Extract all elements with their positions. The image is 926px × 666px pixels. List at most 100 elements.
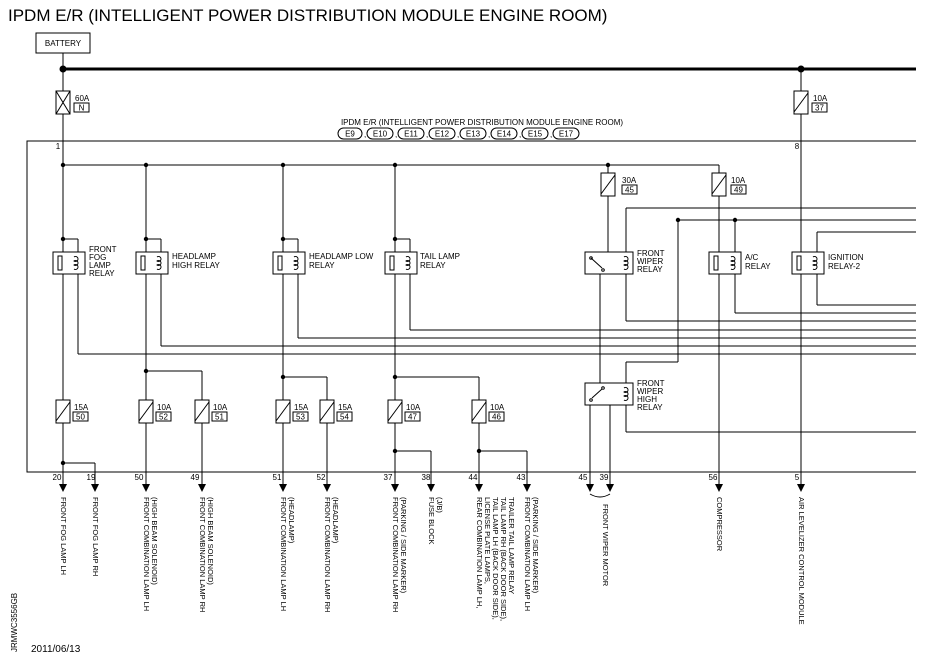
svg-text:FUSE BLOCK: FUSE BLOCK bbox=[427, 497, 436, 545]
svg-text:FRONT COMBINATION LAMP LH: FRONT COMBINATION LAMP LH bbox=[523, 497, 532, 611]
svg-text:,: , bbox=[457, 130, 459, 139]
connector-list: E9 , E10 , E11 , E12 , E13 , E14 , E15 ,… bbox=[337, 127, 580, 140]
battery-label: BATTERY bbox=[45, 39, 82, 48]
relay-headlamp-low bbox=[272, 251, 306, 275]
svg-text:A/C: A/C bbox=[745, 253, 759, 262]
fuse-code: 37 bbox=[815, 104, 824, 113]
pin-number: 1 bbox=[56, 142, 61, 151]
svg-text:E9: E9 bbox=[345, 130, 355, 139]
svg-text:10A: 10A bbox=[731, 176, 746, 185]
svg-text:E10: E10 bbox=[373, 130, 388, 139]
svg-text:54: 54 bbox=[340, 413, 349, 422]
svg-text:15A: 15A bbox=[338, 403, 353, 412]
svg-text:HIGH: HIGH bbox=[637, 395, 657, 404]
svg-text:44: 44 bbox=[469, 473, 478, 482]
relay-tail-lamp bbox=[384, 251, 418, 275]
bottom-pin-row: 20 19 50 49 51 52 37 38 44 43 45 39 56 5 bbox=[53, 473, 800, 482]
svg-text:IGNITION: IGNITION bbox=[828, 253, 864, 262]
relay-ac bbox=[708, 251, 742, 275]
svg-text:FRONT COMBINATION LAMP LH: FRONT COMBINATION LAMP LH bbox=[279, 497, 288, 611]
svg-text:(J/B): (J/B) bbox=[435, 497, 444, 513]
svg-text:,: , bbox=[364, 130, 366, 139]
svg-text:,: , bbox=[550, 130, 552, 139]
svg-text:TAIL LAMP RH (BACK DOOR SIDE),: TAIL LAMP RH (BACK DOOR SIDE), bbox=[499, 497, 508, 621]
svg-text:15A: 15A bbox=[294, 403, 309, 412]
svg-text:10A: 10A bbox=[406, 403, 421, 412]
svg-text:FRONT COMBINATION LAMP RH: FRONT COMBINATION LAMP RH bbox=[198, 497, 207, 612]
svg-text:51: 51 bbox=[215, 413, 224, 422]
svg-text:(HEADLAMP): (HEADLAMP) bbox=[331, 497, 340, 544]
svg-text:RELAY: RELAY bbox=[637, 403, 663, 412]
svg-text:,: , bbox=[395, 130, 397, 139]
svg-text:39: 39 bbox=[600, 473, 609, 482]
output-label: FRONT COMBINATION LAMP LH(HIGH BEAM SOLE… bbox=[142, 497, 159, 611]
output-label: FRONT FOG LAMP LH bbox=[59, 497, 68, 575]
svg-text:TRAILER TAIL LAMP RELAY: TRAILER TAIL LAMP RELAY bbox=[507, 497, 516, 594]
page-title: IPDM E/R (INTELLIGENT POWER DISTRIBUTION… bbox=[8, 6, 608, 25]
svg-text:,: , bbox=[488, 130, 490, 139]
svg-text:10A: 10A bbox=[157, 403, 172, 412]
svg-text:43: 43 bbox=[517, 473, 526, 482]
fuse-label: 10A bbox=[813, 94, 828, 103]
svg-text:E17: E17 bbox=[559, 130, 574, 139]
output-label: AIR LEVELIZER CONTROL MODULE bbox=[797, 497, 806, 625]
relay-front-fog bbox=[52, 251, 86, 275]
svg-text:56: 56 bbox=[709, 473, 718, 482]
svg-text:(HIGH BEAM SOLENOID): (HIGH BEAM SOLENOID) bbox=[206, 497, 215, 585]
svg-text:LICENSE PLATE LAMPS,: LICENSE PLATE LAMPS, bbox=[483, 497, 492, 584]
svg-text:E13: E13 bbox=[466, 130, 481, 139]
svg-text:HEADLAMP: HEADLAMP bbox=[172, 252, 216, 261]
svg-text:E11: E11 bbox=[404, 130, 418, 139]
svg-text:47: 47 bbox=[408, 413, 417, 422]
svg-text:FRONT COMBINATION LAMP RH: FRONT COMBINATION LAMP RH bbox=[391, 497, 400, 612]
svg-text:REAR COMBINATION LAMP LH,: REAR COMBINATION LAMP LH, bbox=[475, 497, 484, 608]
svg-text:FRONT: FRONT bbox=[637, 379, 665, 388]
figure-code: JRMWC3556GB bbox=[10, 592, 19, 652]
relay-ignition-2 bbox=[791, 251, 825, 275]
svg-text:52: 52 bbox=[317, 473, 326, 482]
output-label: FRONT COMBINATION LAMP RH(PARKING / SIDE… bbox=[391, 497, 408, 612]
output-label: COMPRESSOR bbox=[715, 497, 724, 552]
svg-text:E12: E12 bbox=[435, 130, 450, 139]
svg-text:45: 45 bbox=[579, 473, 588, 482]
module-label: IPDM E/R (INTELLIGENT POWER DISTRIBUTION… bbox=[341, 118, 623, 127]
svg-text:WIPER: WIPER bbox=[637, 387, 663, 396]
svg-text:E15: E15 bbox=[528, 130, 543, 139]
output-label: FUSE BLOCK(J/B) bbox=[427, 497, 444, 545]
pin-number: 8 bbox=[795, 142, 800, 151]
svg-text:10A: 10A bbox=[490, 403, 505, 412]
svg-text:RELAY: RELAY bbox=[309, 261, 335, 270]
connector: E9 bbox=[337, 127, 363, 140]
svg-text:53: 53 bbox=[296, 413, 305, 422]
svg-text:FOG: FOG bbox=[89, 253, 106, 262]
connector: E15 bbox=[521, 127, 549, 140]
svg-text:TAIL LAMP LH (BACK DOOR SIDE),: TAIL LAMP LH (BACK DOOR SIDE), bbox=[491, 497, 500, 620]
svg-text:50: 50 bbox=[76, 413, 85, 422]
svg-text:AIR LEVELIZER CONTROL MODULE: AIR LEVELIZER CONTROL MODULE bbox=[797, 497, 806, 625]
output-label: FRONT COMBINATION LAMP RH(HIGH BEAM SOLE… bbox=[198, 497, 215, 612]
svg-text:20: 20 bbox=[53, 473, 62, 482]
svg-text:15A: 15A bbox=[74, 403, 89, 412]
svg-text:HEADLAMP LOW: HEADLAMP LOW bbox=[309, 252, 374, 261]
svg-text:52: 52 bbox=[159, 413, 168, 422]
svg-text:(HEADLAMP): (HEADLAMP) bbox=[287, 497, 296, 544]
svg-text:FRONT WIPER MOTOR: FRONT WIPER MOTOR bbox=[601, 504, 610, 587]
connector: E10 bbox=[366, 127, 394, 140]
diagram-date: 2011/06/13 bbox=[31, 644, 81, 655]
output-label: FRONT COMBINATION LAMP LH(HEADLAMP) bbox=[279, 497, 296, 611]
svg-text:(PARKING / SIDE MARKER): (PARKING / SIDE MARKER) bbox=[399, 497, 408, 594]
svg-text:RELAY: RELAY bbox=[745, 262, 771, 271]
svg-text:(HIGH BEAM SOLENOID): (HIGH BEAM SOLENOID) bbox=[150, 497, 159, 585]
svg-text:RELAY-2: RELAY-2 bbox=[828, 262, 861, 271]
svg-text:,: , bbox=[426, 130, 428, 139]
svg-text:51: 51 bbox=[273, 473, 282, 482]
svg-text:COMPRESSOR: COMPRESSOR bbox=[715, 497, 724, 552]
svg-text:E14: E14 bbox=[497, 130, 512, 139]
connector: E13 bbox=[459, 127, 487, 140]
svg-text:30A: 30A bbox=[622, 176, 637, 185]
relay-front-wiper bbox=[584, 251, 634, 275]
svg-text:TAIL LAMP: TAIL LAMP bbox=[420, 252, 460, 261]
output-label: REAR COMBINATION LAMP LH, LICENSE PLATE … bbox=[475, 497, 516, 621]
connector: E12 bbox=[428, 127, 456, 140]
